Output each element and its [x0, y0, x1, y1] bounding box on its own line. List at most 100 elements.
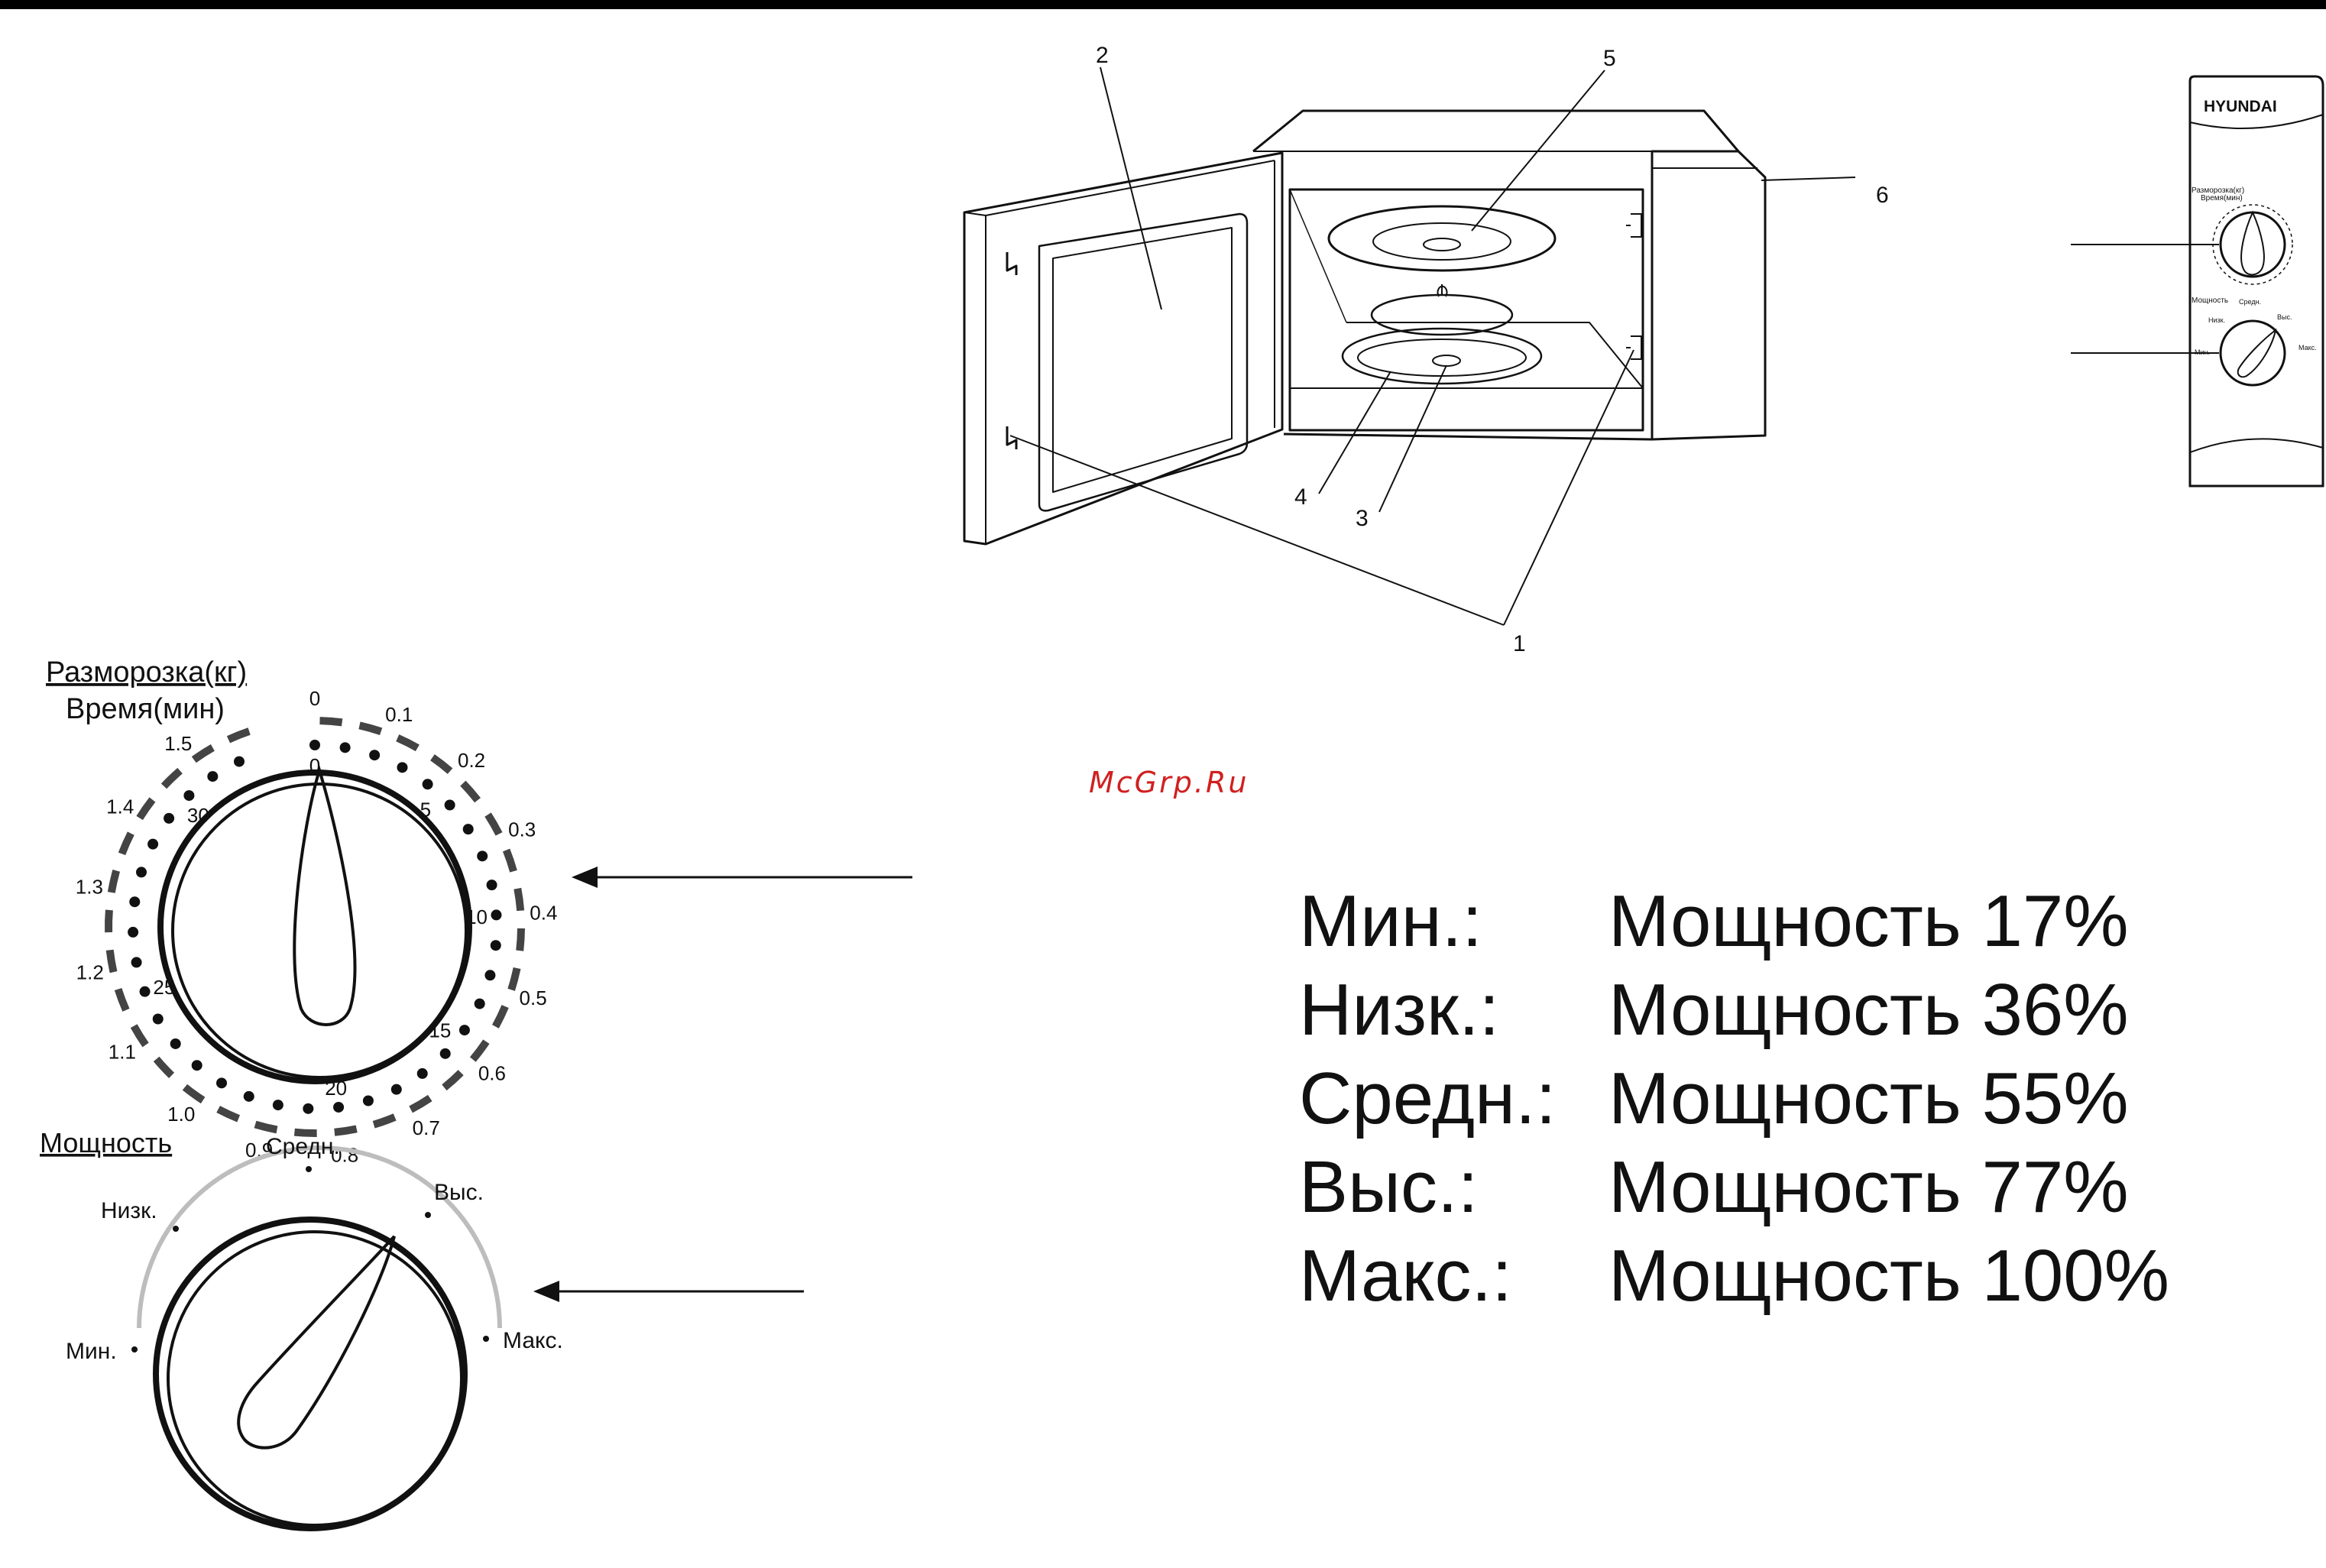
timer-scale-dash	[492, 1005, 509, 1029]
power-level-row: Макс.: Мощность 100%	[1299, 1232, 2169, 1320]
timer-weight-label: 0.6	[478, 1061, 506, 1084]
power-label-medium: Средн.	[266, 1134, 340, 1159]
top-border	[0, 0, 2326, 9]
power-label-low: Низк.	[101, 1198, 157, 1223]
timer-scale-dot	[477, 850, 488, 862]
timer-scale-dot	[397, 762, 408, 773]
power-dial: Мощность Средн. Низк. Выс. Мин. Макс.	[40, 1127, 804, 1531]
timer-scale-dash	[502, 848, 517, 873]
timer-scale-dot	[416, 1067, 428, 1079]
watermark: McGrp.Ru	[1089, 766, 1249, 799]
panel-power-low: Низк.	[2208, 316, 2225, 324]
power-label-max: Макс.	[503, 1328, 563, 1353]
timer-scale-dash	[293, 1128, 317, 1137]
power-scale-arc	[137, 1145, 502, 1329]
timer-weight-label: 0.7	[413, 1116, 440, 1139]
timer-scale-dash	[216, 1106, 241, 1123]
timer-scale-dot	[216, 1077, 228, 1089]
power-level-value: Мощность 100%	[1608, 1235, 2170, 1317]
timer-weight-label: 1.1	[109, 1041, 136, 1064]
power-knob-pointer	[237, 1235, 396, 1450]
timer-scale-dash	[484, 812, 503, 836]
timer-scale-dot	[243, 1090, 254, 1102]
power-level-row: Низк.: Мощность 36%	[1299, 966, 2169, 1055]
timer-weight-label: 0.1	[385, 703, 413, 726]
timer-scale-dot	[207, 771, 219, 782]
timer-scale-dash	[105, 949, 118, 974]
panel-timer-sub: Время(мин)	[2201, 194, 2243, 202]
timer-weight-label: 0.5	[520, 986, 547, 1009]
timer-scale-dot	[303, 1103, 314, 1114]
timer-scale-dot	[170, 1038, 181, 1049]
timer-weight-label: 1.3	[76, 875, 103, 898]
power-levels-table: Мин.: Мощность 17% Низк.: Мощность 36% С…	[1299, 877, 2169, 1320]
timer-scale-dot	[462, 824, 474, 835]
power-level-name: Средн.:	[1299, 1058, 1557, 1139]
callout-4: 4	[1294, 484, 1307, 510]
timer-knob-inner	[171, 782, 468, 1079]
power-level-value: Мощность 77%	[1608, 1146, 2129, 1228]
timer-dial: Разморозка(кг) Время(мин) 00.10.20.30.40…	[46, 656, 912, 1166]
panel-timer-label: Разморозка(кг)	[2192, 186, 2244, 195]
timer-scale-dash	[507, 967, 521, 991]
timer-scale-dot	[191, 1060, 202, 1071]
timer-scale-dot	[422, 779, 433, 790]
turntable-plate	[1327, 205, 1557, 272]
timer-scale-dot	[474, 998, 485, 1009]
timer-weight-label: 1.5	[164, 732, 192, 755]
timer-scale-dash	[334, 1125, 358, 1136]
timer-knob-pointer	[293, 765, 357, 1026]
callout-leaders	[1009, 66, 1856, 626]
timer-scale	[105, 717, 525, 1137]
power-knob-outer	[153, 1216, 468, 1531]
timer-weight-label: 0.2	[458, 749, 485, 772]
panel-power-high: Выс.	[2277, 313, 2292, 321]
power-label-min: Мин.	[66, 1339, 117, 1364]
power-level-name: Макс.:	[1299, 1235, 1512, 1317]
timer-scale-dash	[430, 754, 453, 774]
timer-weight-label: 0	[309, 687, 320, 710]
timer-scale-dash	[358, 721, 383, 736]
timer-scale-dash	[191, 744, 215, 763]
brand-logo: HYUNDAI	[2204, 98, 2277, 115]
timer-scale-dot	[369, 750, 381, 761]
timer-scale-dot	[444, 799, 455, 811]
timer-scale-dot	[131, 957, 142, 968]
timer-arrow-head	[572, 867, 598, 888]
timer-scale-dash	[516, 928, 525, 951]
timer-scale-dot	[486, 880, 497, 891]
timer-scale-dot	[458, 1025, 470, 1036]
power-level-value: Мощность 36%	[1608, 969, 2129, 1051]
timer-scale-dash	[513, 887, 525, 912]
timer-dial-subtitle: Время(мин)	[66, 693, 225, 725]
power-dial-title: Мощность	[40, 1127, 172, 1158]
timer-scale-dash	[396, 734, 420, 752]
timer-scale-dash	[130, 1024, 149, 1048]
timer-dial-title: Разморозка(кг)	[46, 656, 247, 688]
timer-scale-dot	[390, 1084, 402, 1095]
power-level-name: Низк.:	[1299, 969, 1500, 1051]
microwave-illustration	[963, 109, 1767, 546]
timer-scale-dash	[460, 780, 481, 803]
timer-scale-dot	[272, 1100, 283, 1111]
power-level-name: Выс.:	[1299, 1146, 1479, 1228]
timer-scale-dot	[491, 909, 502, 921]
control-panel: HYUNDAI Разморозка(кг) Время(мин) Мощнос…	[2071, 75, 2324, 488]
power-level-row: Средн.: Мощность 55%	[1299, 1055, 2169, 1143]
callout-1: 1	[1513, 631, 1526, 656]
timer-weight-label: 0.4	[530, 901, 557, 924]
callout-6: 6	[1876, 183, 1889, 208]
panel-power-max: Макс.	[2298, 344, 2317, 352]
timer-scale-dash	[160, 767, 183, 789]
power-level-value: Мощность 17%	[1608, 880, 2129, 962]
timer-scale-labels: 00.10.20.30.40.50.60.70.80.91.01.11.21.3…	[76, 687, 558, 1166]
timer-scale-dot	[362, 1095, 374, 1106]
power-knob-inner	[167, 1230, 463, 1527]
timer-scale-dash	[226, 727, 251, 744]
power-level-value: Мощность 55%	[1608, 1058, 2129, 1139]
power-level-row: Выс.: Мощность 77%	[1299, 1143, 2169, 1232]
timer-scale-dot	[129, 896, 141, 908]
callout-3: 3	[1356, 506, 1369, 531]
timer-scale-dot	[439, 1048, 451, 1059]
